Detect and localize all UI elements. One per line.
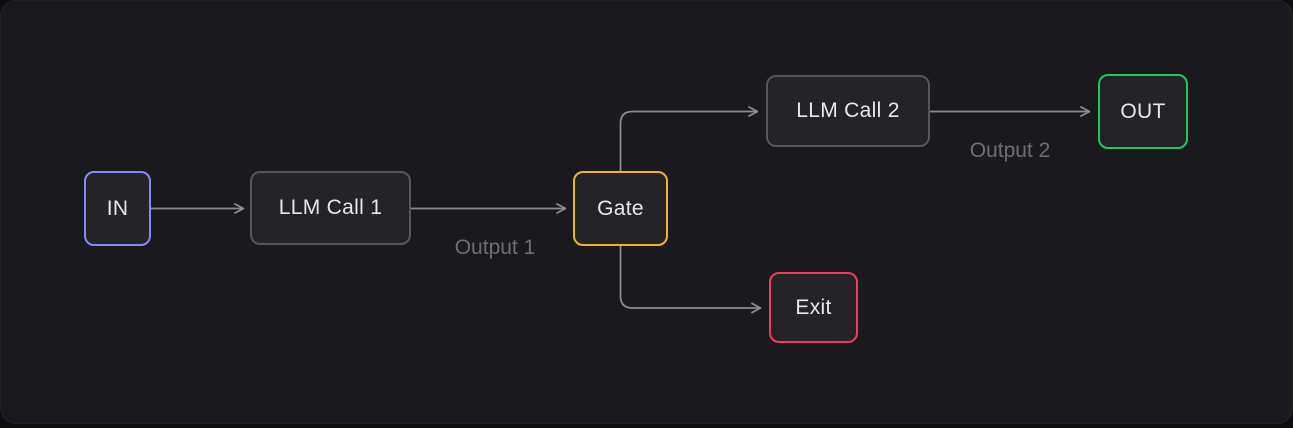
- node-in: IN: [84, 171, 151, 246]
- node-exit-label: Exit: [795, 295, 832, 319]
- node-gate: Gate: [573, 171, 668, 246]
- node-out: OUT: [1098, 74, 1188, 149]
- node-llm-call-2-label: LLM Call 2: [796, 99, 900, 122]
- edge-label-output-2: Output 2: [969, 139, 1051, 162]
- node-llm-call-2: LLM Call 2: [766, 75, 930, 147]
- edge-label-output-1: Output 1: [454, 236, 536, 259]
- node-exit: Exit: [769, 272, 858, 343]
- node-in-label: IN: [106, 196, 129, 220]
- node-out-label: OUT: [1120, 99, 1166, 123]
- node-gate-label: Gate: [597, 196, 644, 220]
- node-llm-call-1: LLM Call 1: [250, 171, 411, 245]
- node-llm-call-1-label: LLM Call 1: [278, 196, 383, 219]
